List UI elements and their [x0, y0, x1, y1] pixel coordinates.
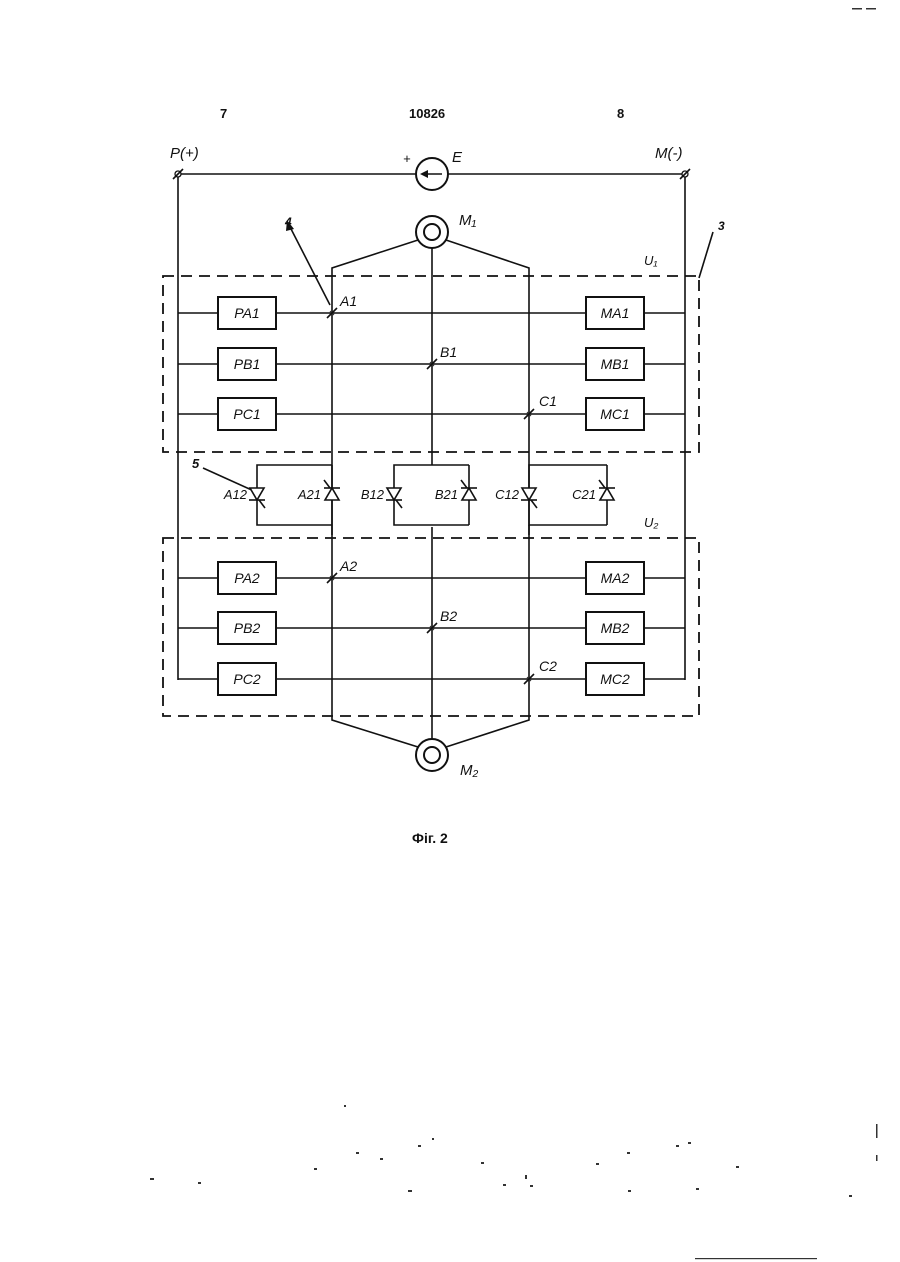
- thyristor-label: C12: [495, 487, 520, 502]
- block-pc1: PC1: [218, 398, 276, 430]
- thyristor-group-b: B12 B21: [361, 465, 477, 525]
- ref-4-label: 4: [284, 215, 292, 229]
- node-label: B2: [440, 608, 457, 624]
- thyristor-label: C21: [572, 487, 596, 502]
- block-label: MB1: [601, 356, 630, 372]
- block-label: PC2: [233, 671, 260, 687]
- negative-terminal-label: M(-): [655, 145, 682, 162]
- block-label: PB1: [234, 356, 260, 372]
- motor-m2-label: M₂: [460, 762, 478, 779]
- block-pc2: PC2: [218, 663, 276, 695]
- block-label: MB2: [601, 620, 630, 636]
- node-label: A1: [339, 293, 357, 309]
- thyristor-group-c: C12 C21: [495, 465, 615, 525]
- block-ma1: MA1: [586, 297, 644, 329]
- thyristor-label: B12: [361, 487, 385, 502]
- block-mb2: MB2: [586, 612, 644, 644]
- block-label: MC1: [600, 406, 630, 422]
- node-label: A2: [339, 558, 357, 574]
- thyristor-label: A21: [297, 487, 321, 502]
- thyristor-label: B21: [435, 487, 458, 502]
- block-pb1: PB1: [218, 348, 276, 380]
- pointer-4-line: [289, 225, 330, 305]
- block-mb1: MB1: [586, 348, 644, 380]
- block-pa1: PA1: [218, 297, 276, 329]
- pointer-3-line: [699, 232, 713, 278]
- motor-m1-label: M₁: [459, 212, 476, 229]
- ref-5-label: 5: [192, 456, 200, 471]
- motor-m2-icon: [416, 739, 448, 771]
- block-label: MA2: [601, 570, 630, 586]
- unit-u2-label: U₂: [644, 515, 658, 530]
- unit-u1-label: U₁: [644, 253, 658, 268]
- motor-m1-icon: [416, 216, 448, 248]
- block-label: PB2: [234, 620, 261, 636]
- phase-c-lower-line: [446, 525, 529, 747]
- node-label: C2: [539, 658, 557, 674]
- thyristor-group-a: A12 A21: [223, 465, 340, 525]
- block-label: PA1: [234, 305, 259, 321]
- block-pb2: PB2: [218, 612, 276, 644]
- thyristor-label: A12: [223, 487, 248, 502]
- block-label: PC1: [233, 406, 260, 422]
- source-plus-sign: +: [403, 151, 411, 166]
- figure-caption: Фіг. 2: [412, 830, 448, 846]
- node-label: B1: [440, 344, 457, 360]
- ref-3-label: 3: [718, 219, 725, 233]
- block-label: MA1: [601, 305, 630, 321]
- thyristor-switches: A12 A21 B12 B21 C12 C21: [223, 465, 615, 525]
- block-label: PA2: [234, 570, 260, 586]
- block-label: MC2: [600, 671, 630, 687]
- block-mc2: MC2: [586, 663, 644, 695]
- voltage-source-icon: [416, 158, 448, 190]
- source-label: E: [452, 149, 463, 166]
- positive-terminal-label: P(+): [170, 145, 199, 162]
- block-mc1: MC1: [586, 398, 644, 430]
- block-pa2: PA2: [218, 562, 276, 594]
- block-ma2: MA2: [586, 562, 644, 594]
- node-label: C1: [539, 393, 557, 409]
